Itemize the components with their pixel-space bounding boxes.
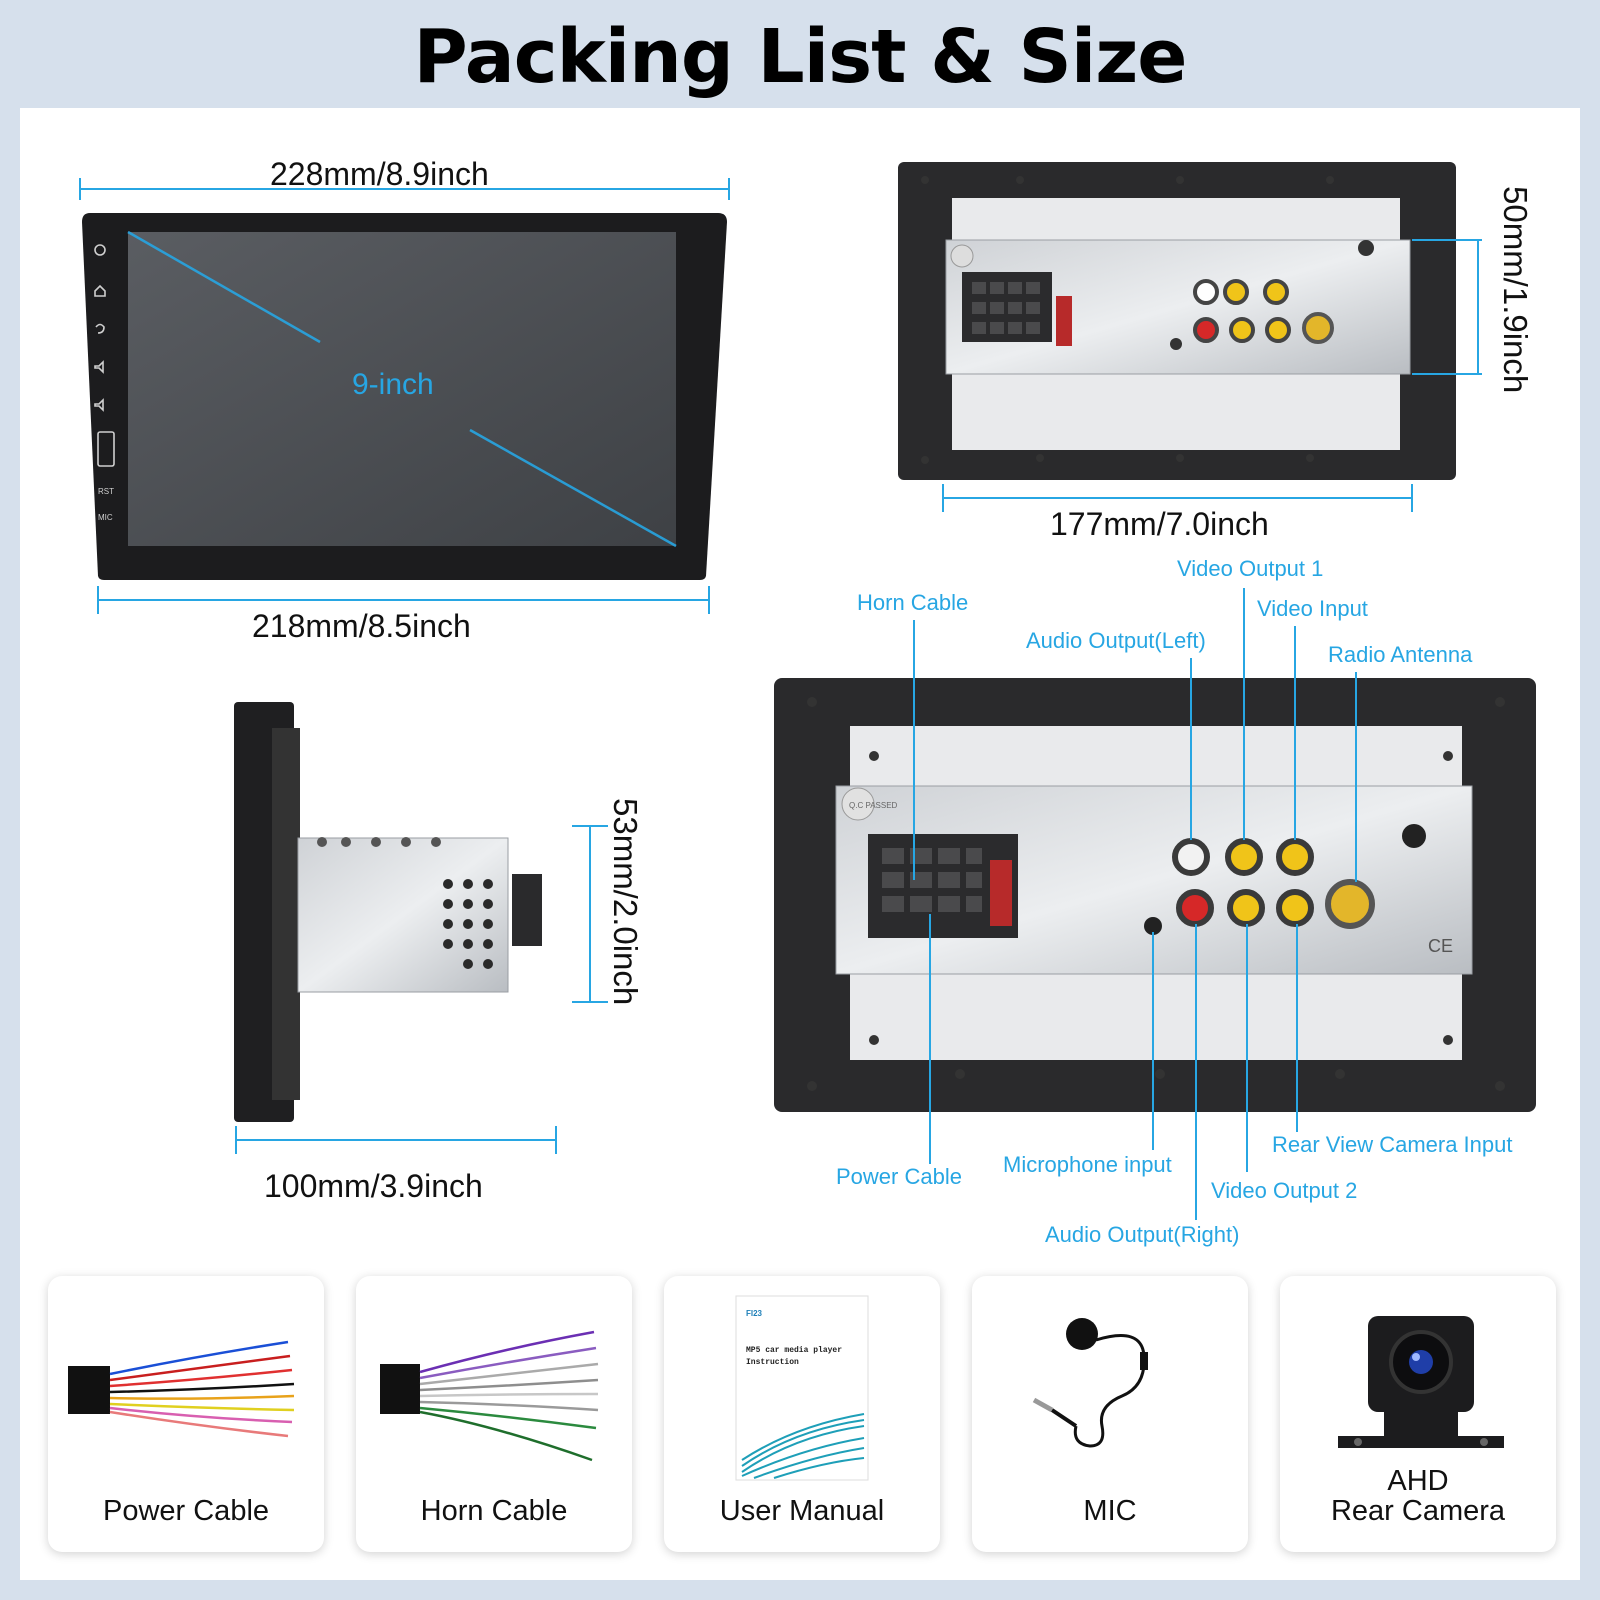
item-card-horn-cable: Horn Cable (356, 1276, 632, 1552)
back-icon (95, 323, 105, 334)
label-radio-antenna: Radio Antenna (1328, 642, 1473, 667)
front-width-top: 228mm/8.9inch (270, 156, 489, 192)
item-label-horn-cable: Horn Cable (420, 1495, 568, 1527)
label-rear-camera-input: Rear View Camera Input (1272, 1132, 1513, 1157)
power-icon (94, 244, 106, 256)
ce-mark: CE (1428, 936, 1453, 956)
label-video-output-2: Video Output 2 (1211, 1178, 1358, 1203)
label-audio-output-left: Audio Output(Left) (1026, 628, 1206, 653)
item-card-user-manual: FI23 MP5 car media player Instruction Us… (664, 1276, 940, 1552)
qc-sticker: Q.C PASSED (849, 801, 898, 810)
label-horn-cable: Horn Cable (857, 590, 969, 615)
item-card-mic: MIC (972, 1276, 1248, 1552)
volume-up-icon (94, 360, 104, 374)
volume-down-icon (94, 398, 104, 412)
back-height: 50mm/1.9inch (1497, 186, 1534, 394)
rst-label: RST (98, 487, 114, 496)
mic-label: MIC (98, 513, 113, 522)
back-view-large: Q.C PASSED CE (774, 588, 1536, 1220)
home-icon (94, 284, 106, 297)
front-view: RST MIC (79, 178, 730, 614)
item-label-rear-camera: AHD Rear Camera (1280, 1466, 1556, 1526)
page-title: Packing List & Size (413, 14, 1188, 100)
horn-cable-image (380, 1330, 599, 1462)
rear-camera-image (1338, 1316, 1504, 1448)
side-view (234, 702, 608, 1154)
item-label-mic: MIC (1083, 1495, 1137, 1527)
side-height: 53mm/2.0inch (607, 798, 644, 1006)
label-video-output-1: Video Output 1 (1177, 556, 1324, 581)
manual-line2: Instruction (746, 1358, 799, 1367)
usb-port-icon (97, 431, 115, 467)
back-view-small (898, 162, 1482, 512)
manual-brand: FI23 (746, 1309, 763, 1318)
screen-size-label: 9-inch (352, 368, 434, 401)
label-power-cable: Power Cable (836, 1164, 962, 1189)
label-video-input: Video Input (1257, 596, 1368, 621)
user-manual-image: FI23 MP5 car media player Instruction (735, 1295, 869, 1481)
label-microphone-input: Microphone input (1003, 1152, 1172, 1177)
item-card-power-cable: Power Cable (48, 1276, 324, 1552)
power-cable-image (68, 1340, 295, 1438)
item-label-power-cable: Power Cable (102, 1495, 270, 1527)
manual-line1: MP5 car media player (746, 1346, 842, 1355)
item-label-rear-camera-line1: AHD (1387, 1465, 1449, 1497)
item-label-rear-camera-line2: Rear Camera (1330, 1495, 1506, 1527)
mic-image (1032, 1318, 1148, 1448)
side-depth: 100mm/3.9inch (264, 1168, 483, 1204)
item-label-user-manual: User Manual (719, 1495, 885, 1527)
front-width-bottom: 218mm/8.5inch (252, 608, 471, 644)
label-audio-output-right: Audio Output(Right) (1045, 1222, 1240, 1247)
back-width: 177mm/7.0inch (1050, 506, 1269, 542)
item-card-rear-camera: AHD Rear Camera (1280, 1276, 1556, 1552)
